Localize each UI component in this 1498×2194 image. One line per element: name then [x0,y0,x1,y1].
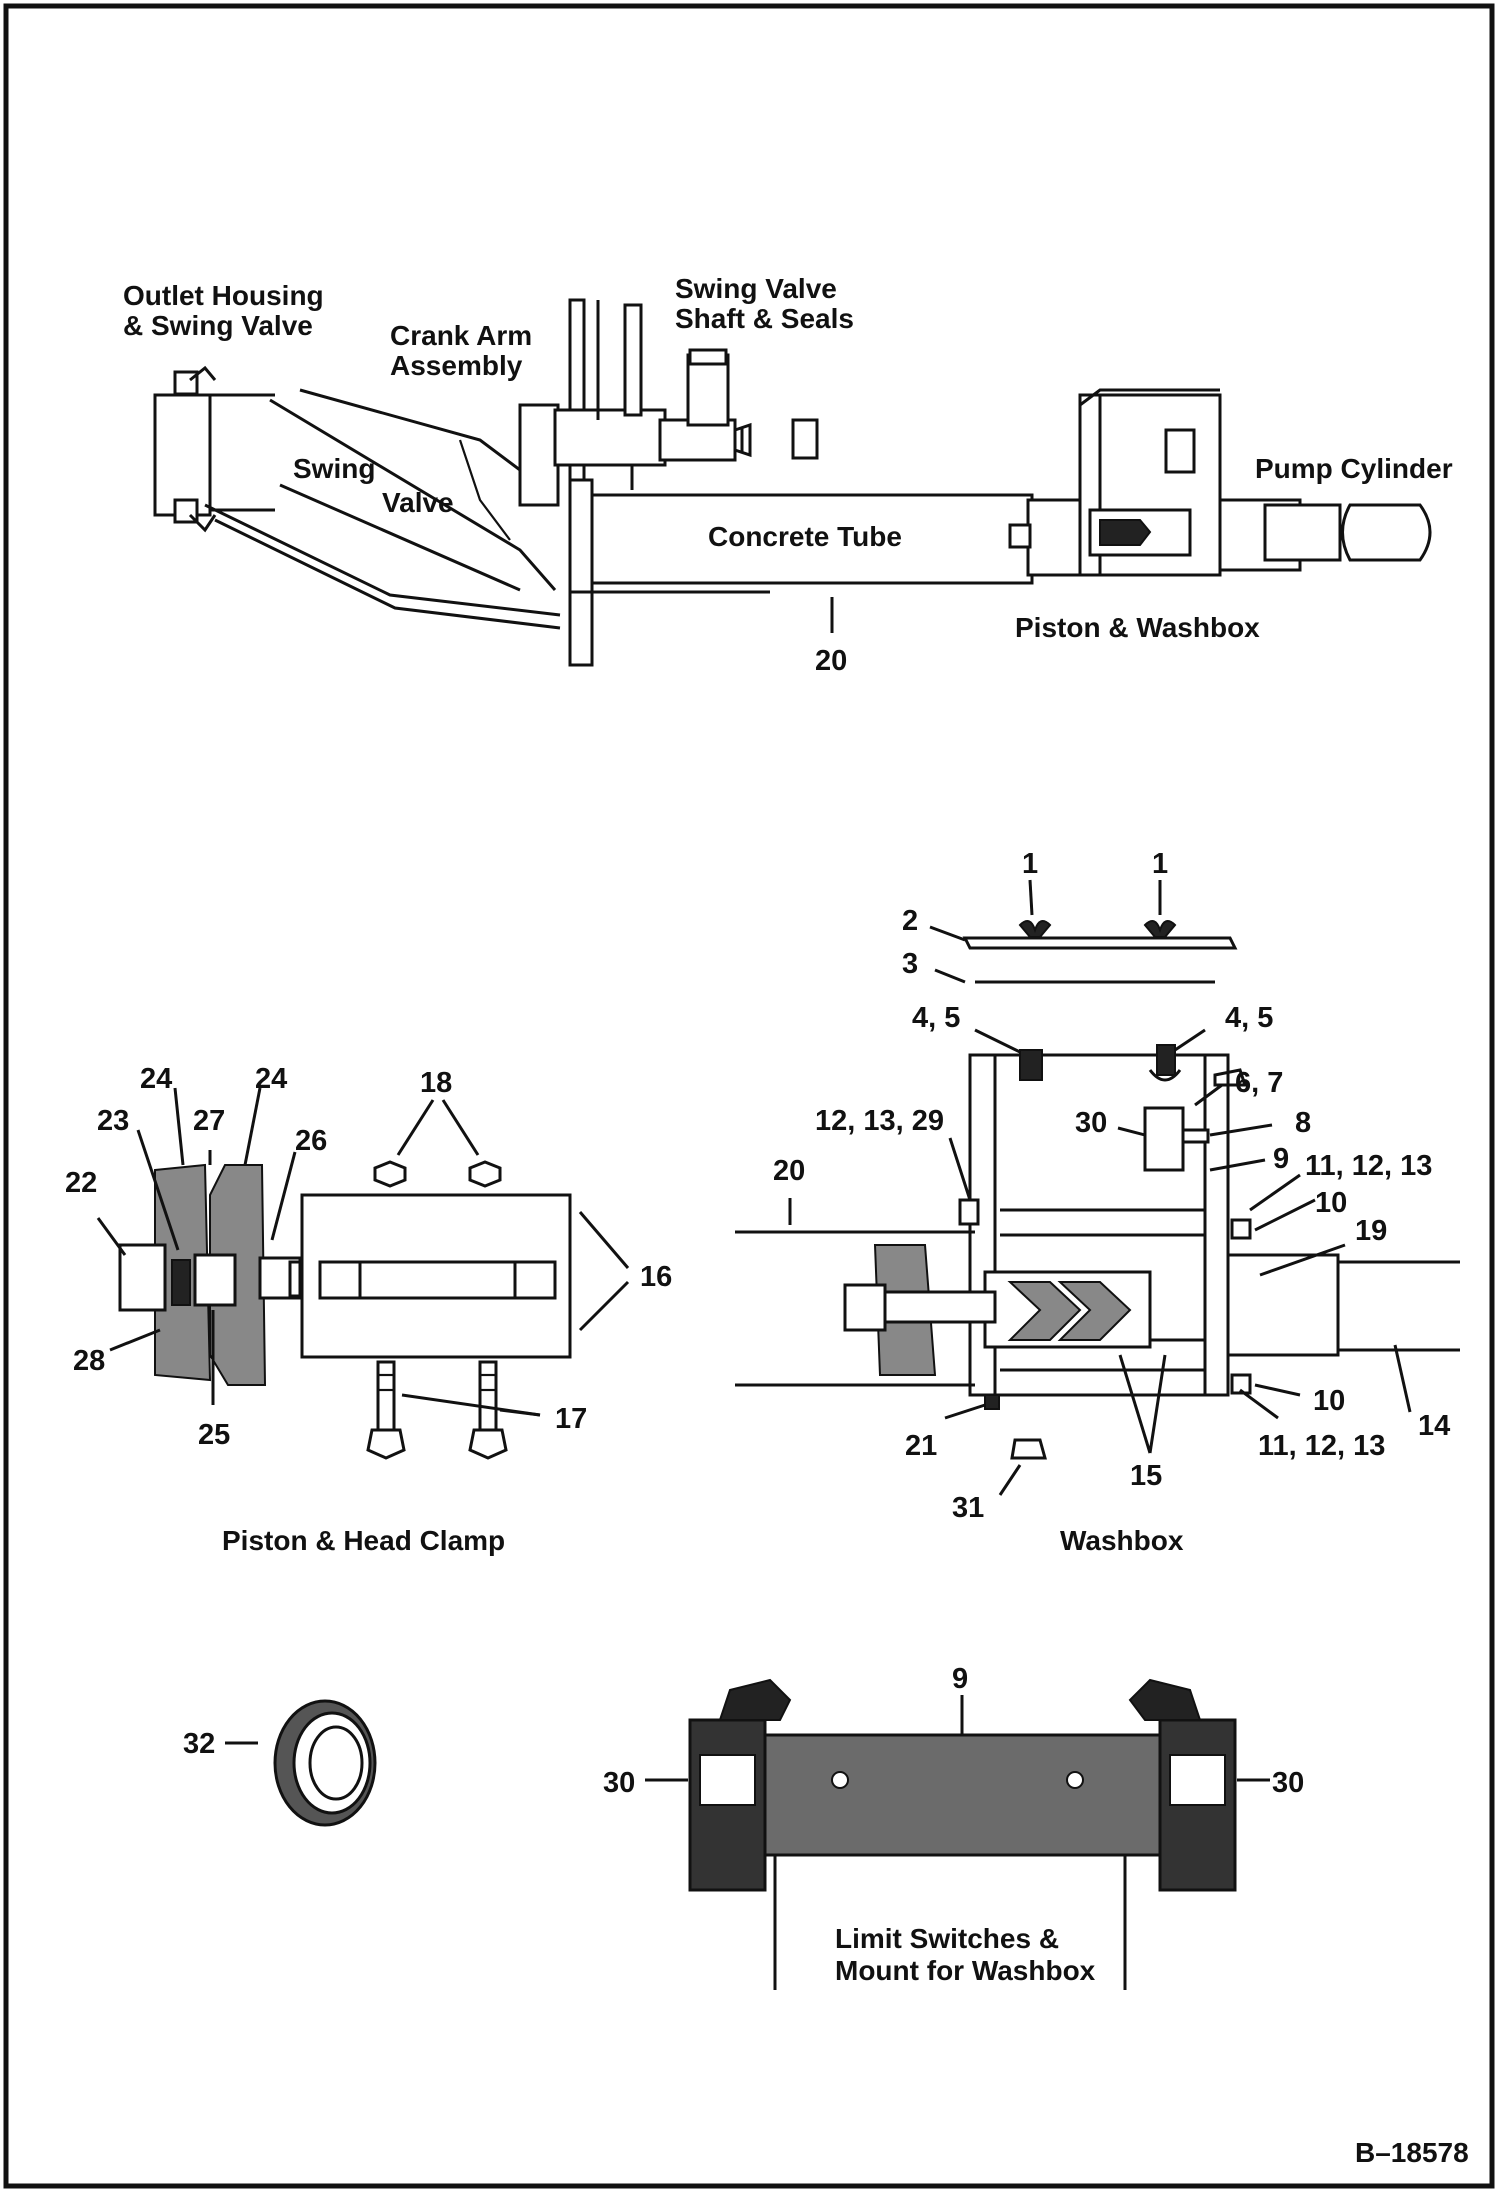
outlet-housing [153,365,275,533]
washbox-cover [962,936,1238,950]
label-swing-valve-shaft-1: Swing Valve [675,273,837,304]
crank-arm-assembly [518,298,737,512]
callout-21: 21 [905,1430,937,1462]
callout-20-overview: 20 [815,645,847,677]
piston-head-clamp-figure: 24 27 24 23 26 22 18 16 28 25 17 Piston … [65,1063,672,1556]
callout-30-limit-left: 30 [603,1767,635,1799]
wing-nut-icon [1018,920,1177,938]
figure-id: B–18578 [1355,2137,1469,2168]
callout-18: 18 [420,1067,452,1099]
callout-15: 15 [1130,1460,1162,1492]
overview-assembly: Concrete Tube Outlet Housing & Swing Val… [123,273,1453,677]
hex-nut-icon [373,1160,502,1188]
callout-24-left: 24 [140,1063,172,1095]
title-limit-switches-1: Limit Switches & [835,1923,1059,1954]
bolt-icon [366,1360,508,1460]
callout-14: 14 [1418,1410,1450,1442]
label-outlet-housing-2: & Swing Valve [123,310,313,341]
callout-4-5-right: 4, 5 [1225,1002,1273,1034]
title-piston-head-clamp: Piston & Head Clamp [222,1525,505,1556]
callout-22: 22 [65,1167,97,1199]
callout-12-13-29: 12, 13, 29 [815,1105,944,1137]
callout-11-12-13-bottom: 11, 12, 13 [1258,1430,1385,1462]
callout-31: 31 [952,1492,984,1524]
swing-valve-body [204,388,561,630]
swing-valve-shaft [686,348,819,460]
callout-23: 23 [97,1105,129,1137]
callout-6-7: 6, 7 [1235,1067,1283,1099]
callout-30-limit-right: 30 [1272,1767,1304,1799]
callout-10-bottom: 10 [1313,1385,1345,1417]
label-pump-cylinder: Pump Cylinder [1255,453,1453,484]
label-crank-arm-2: Assembly [390,350,523,381]
callout-30-washbox: 30 [1075,1107,1107,1139]
switch-mount-plate [753,1733,1172,1857]
callout-1-left: 1 [1022,848,1038,880]
label-swing-valve-shaft-2: Shaft & Seals [675,303,854,334]
callout-3: 3 [902,948,918,980]
callout-27: 27 [193,1105,225,1137]
callout-32: 32 [183,1728,215,1760]
label-swing: Swing [293,453,375,484]
callout-2: 2 [902,905,918,937]
callout-8: 8 [1295,1107,1311,1139]
callout-25: 25 [198,1419,230,1451]
title-limit-switches-2: Mount for Washbox [835,1955,1096,1986]
callout-17: 17 [555,1403,587,1435]
callout-19: 19 [1355,1215,1387,1247]
label-outlet-housing-1: Outlet Housing [123,280,324,311]
label-crank-arm-1: Crank Arm [390,320,532,351]
label-concrete-tube: Concrete Tube [708,521,902,552]
label-valve: Valve [382,487,454,518]
callout-24-right: 24 [255,1063,287,1095]
callout-9-washbox: 9 [1273,1143,1289,1175]
callout-9-limit: 9 [952,1663,968,1695]
piston-washbox-assembly [1008,388,1302,577]
title-washbox: Washbox [1060,1525,1184,1556]
pump-cylinder [1263,503,1432,562]
callout-28: 28 [73,1345,105,1377]
callout-10-top: 10 [1315,1187,1347,1219]
callout-16: 16 [640,1261,672,1293]
seal-ring-icon: 32 [183,1699,377,1827]
limit-switches-figure: 9 30 30 Limit Switches & Mount for Washb… [603,1663,1304,1990]
callout-4-5-left: 4, 5 [912,1002,960,1034]
label-piston-washbox: Piston & Washbox [1015,612,1260,643]
callout-20-washbox: 20 [773,1155,805,1187]
callout-11-12-13-top: 11, 12, 13 [1305,1150,1432,1182]
washbox-figure: 1 1 2 3 4, 5 4, 5 6, 7 30 8 12, 13, 29 9… [735,848,1460,1556]
callout-26: 26 [295,1125,327,1157]
callout-1-right: 1 [1152,848,1168,880]
page-border [3,3,1495,2189]
concrete-tube: Concrete Tube [568,478,1034,667]
